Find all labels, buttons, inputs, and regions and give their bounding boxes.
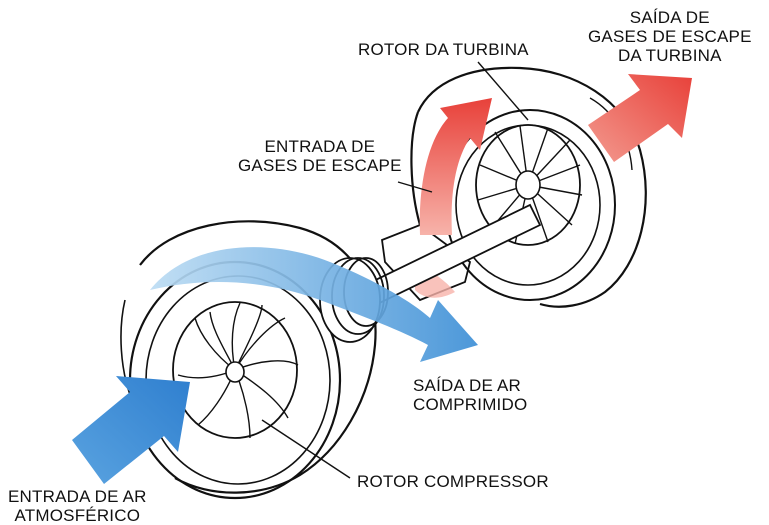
label-turbine-exhaust-outlet-line3: DA TURBINA — [588, 46, 752, 65]
label-compressed-air-outlet-line1: SAÍDA DE AR — [413, 376, 527, 395]
label-exhaust-gas-inlet: ENTRADA DE GASES DE ESCAPE — [238, 137, 402, 175]
label-turbine-exhaust-outlet-line1: SAÍDA DE — [588, 8, 752, 27]
label-atmospheric-air-inlet-line1: ENTRADA DE AR — [8, 487, 147, 506]
label-atmospheric-air-inlet: ENTRADA DE AR ATMOSFÉRICO — [8, 487, 147, 525]
label-exhaust-gas-inlet-line2: GASES DE ESCAPE — [238, 156, 402, 175]
label-turbine-rotor-text: ROTOR DA TURBINA — [358, 40, 529, 59]
label-atmospheric-air-inlet-line2: ATMOSFÉRICO — [8, 506, 147, 525]
label-exhaust-gas-inlet-line1: ENTRADA DE — [238, 137, 402, 156]
label-compressed-air-outlet: SAÍDA DE AR COMPRIMIDO — [413, 376, 527, 414]
compressor-rotor — [173, 302, 298, 438]
label-compressed-air-outlet-line2: COMPRIMIDO — [413, 395, 527, 414]
label-compressor-rotor-text: ROTOR COMPRESSOR — [357, 472, 549, 491]
label-compressor-rotor: ROTOR COMPRESSOR — [357, 472, 549, 491]
atmospheric-air-arrow — [72, 376, 190, 484]
label-turbine-exhaust-outlet: SAÍDA DE GASES DE ESCAPE DA TURBINA — [588, 8, 752, 65]
label-turbine-exhaust-outlet-line2: GASES DE ESCAPE — [588, 27, 752, 46]
label-turbine-rotor: ROTOR DA TURBINA — [358, 40, 529, 59]
